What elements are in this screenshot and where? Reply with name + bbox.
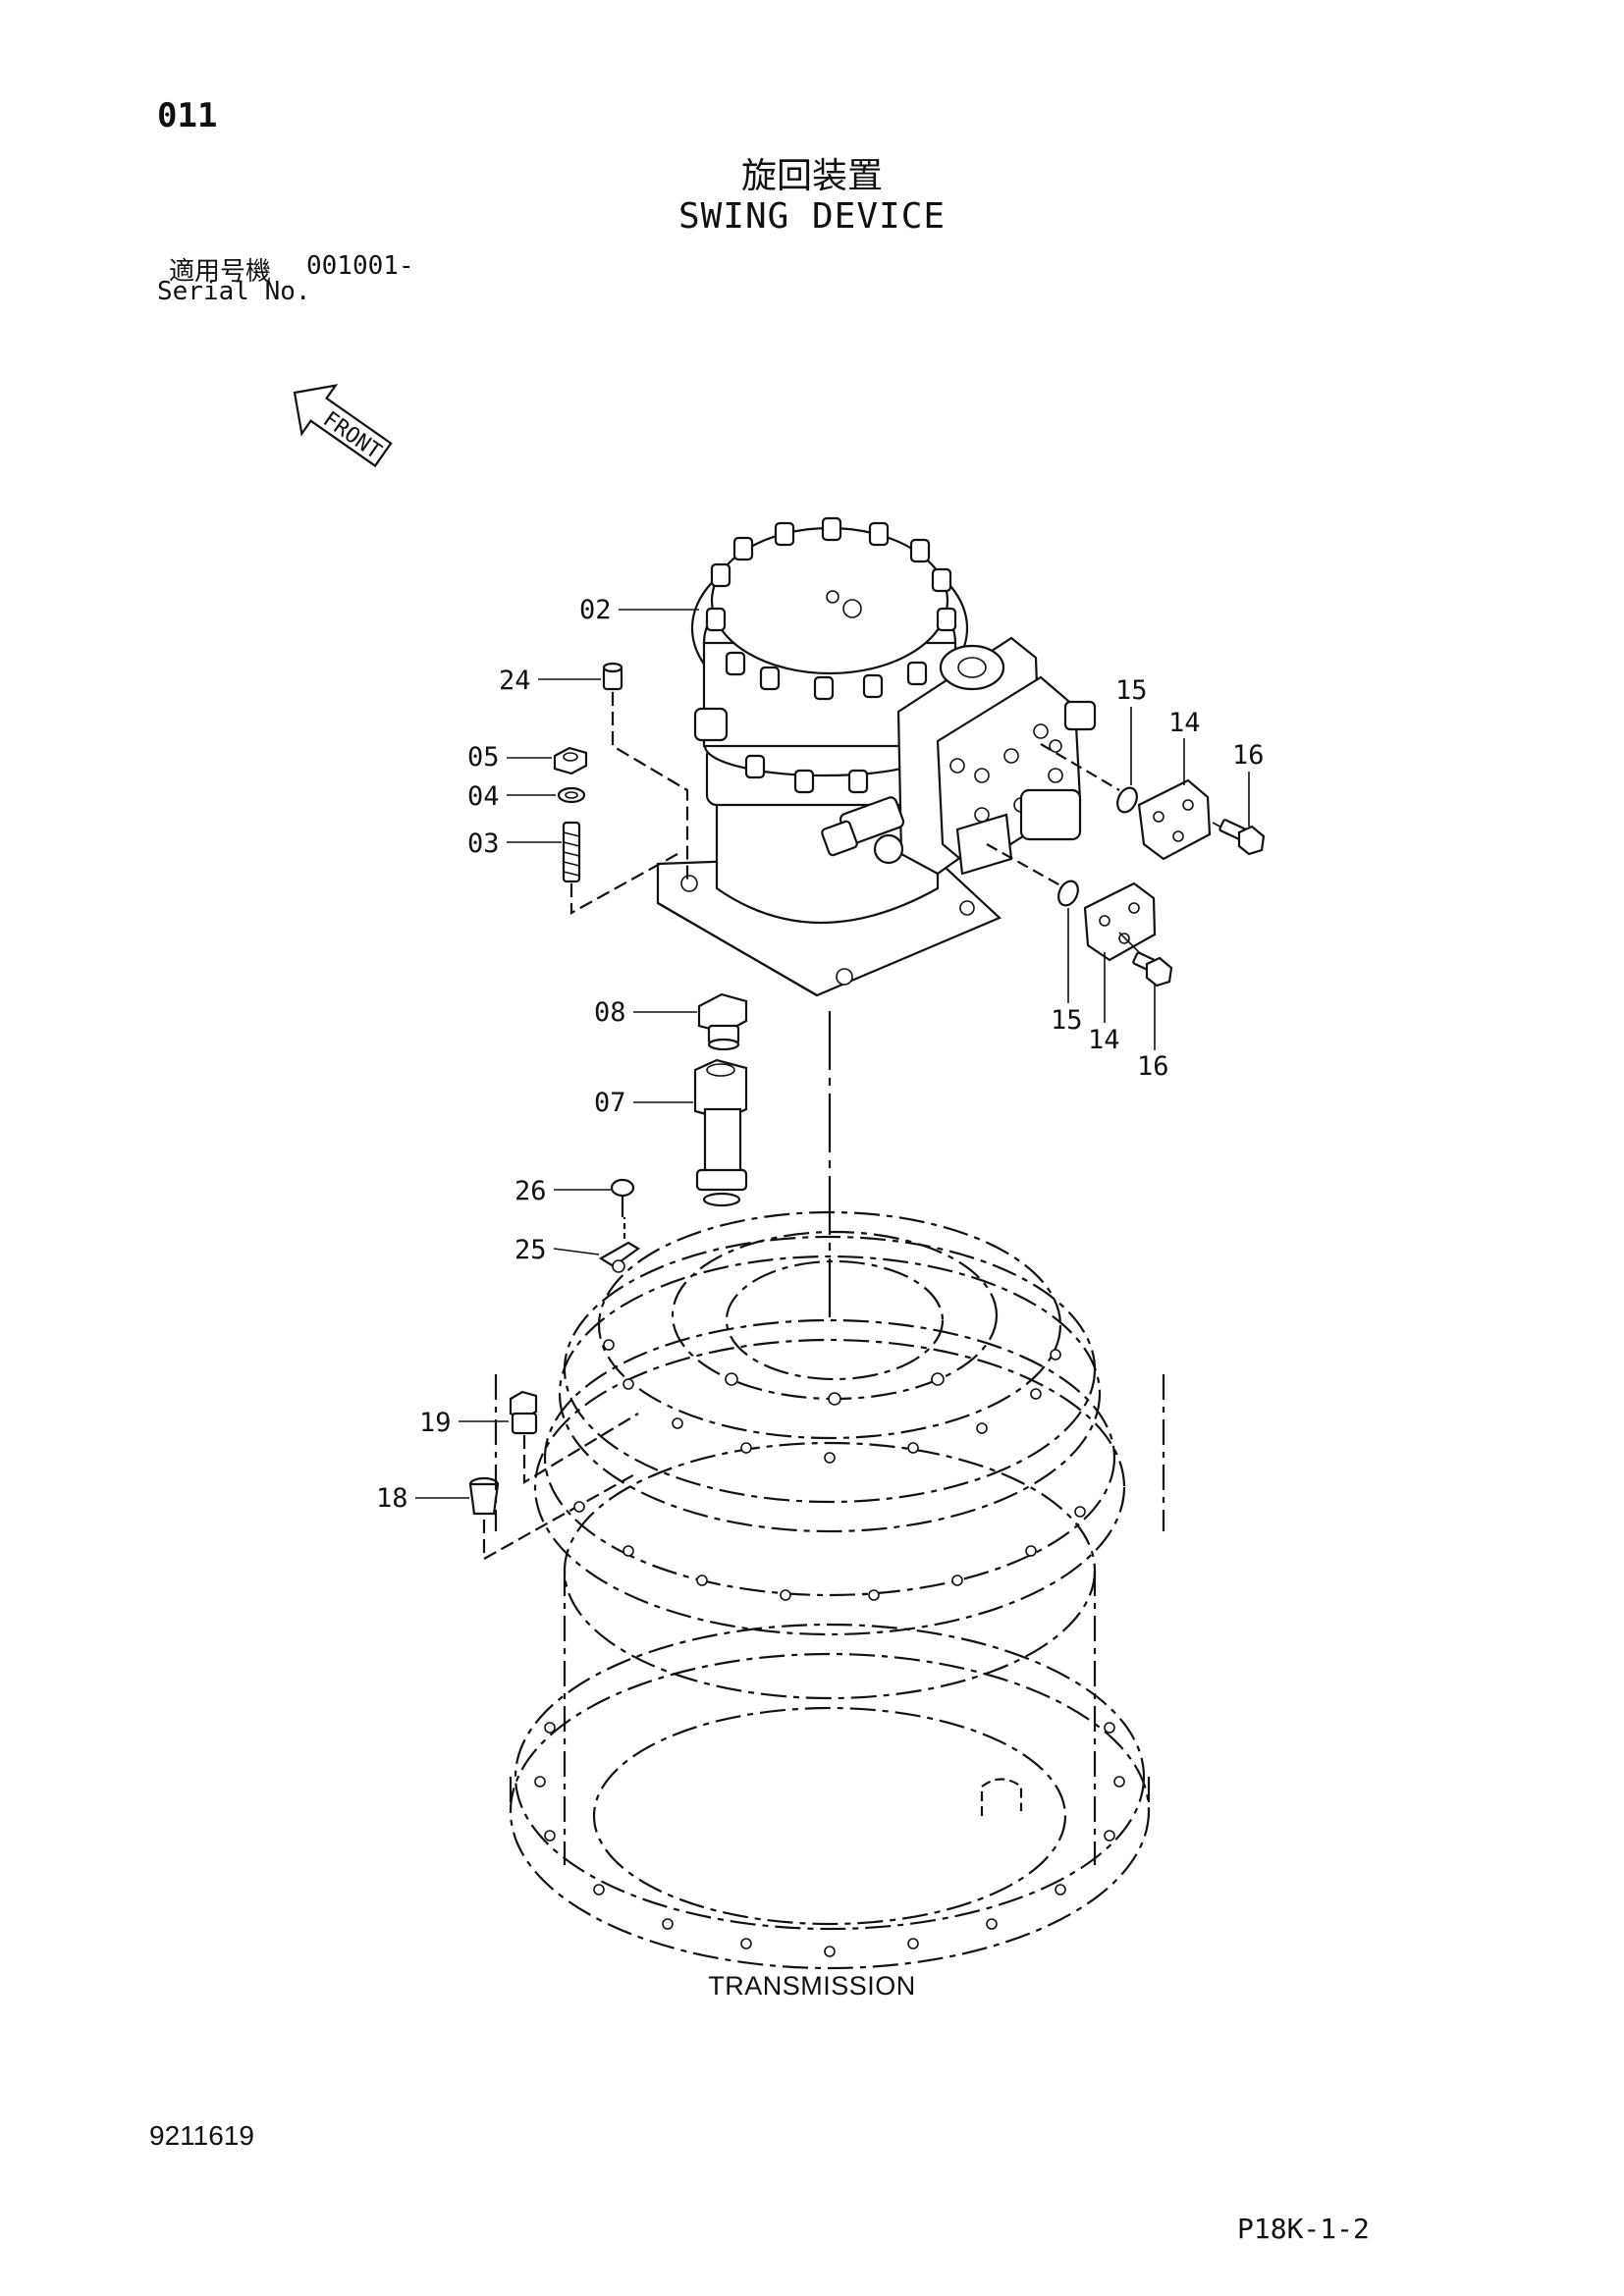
serial-label-japanese: 適用号機 xyxy=(169,257,272,287)
transmission-label: TRANSMISSION xyxy=(708,1971,916,2001)
callout-16-lower: 16 xyxy=(1137,984,1169,1082)
part-14-cover-upper xyxy=(1137,778,1212,861)
svg-text:05: 05 xyxy=(467,742,500,773)
document-code: 9211619 xyxy=(149,2120,254,2151)
svg-text:14: 14 xyxy=(1088,1025,1120,1055)
svg-text:07: 07 xyxy=(594,1088,626,1118)
callout-05: 05 xyxy=(467,742,552,773)
part-14-cover-lower xyxy=(1083,881,1157,962)
svg-text:14: 14 xyxy=(1168,708,1201,738)
callout-19: 19 xyxy=(419,1408,509,1438)
callout-15-lower: 15 xyxy=(1051,908,1083,1036)
callout-14-upper: 14 xyxy=(1168,708,1201,785)
part-03-stud-bolt xyxy=(562,821,678,915)
part-18-plug xyxy=(468,1471,639,1561)
callout-18: 18 xyxy=(376,1483,469,1514)
cover-bolts xyxy=(705,516,957,794)
svg-text:25: 25 xyxy=(514,1235,547,1265)
svg-text:24: 24 xyxy=(499,666,531,696)
svg-text:18: 18 xyxy=(376,1483,408,1514)
part-15-o-ring-upper xyxy=(1040,743,1138,814)
callout-15-upper: 15 xyxy=(1115,675,1148,785)
part-05-nut xyxy=(553,746,588,775)
serial-number-value: 001001- xyxy=(306,251,414,281)
page-title-english: SWING DEVICE xyxy=(677,196,947,237)
callout-24: 24 xyxy=(499,666,601,696)
front-arrow-icon: FRONT xyxy=(293,384,393,468)
svg-text:26: 26 xyxy=(514,1176,547,1206)
transmission-bolt-holes xyxy=(534,1259,1125,1957)
part-24-pin xyxy=(602,662,689,883)
svg-text:16: 16 xyxy=(1137,1051,1169,1082)
serial-label-english: Serial No. xyxy=(157,277,311,306)
callout-14-lower: 14 xyxy=(1088,952,1120,1055)
svg-text:15: 15 xyxy=(1115,675,1148,706)
svg-text:03: 03 xyxy=(467,828,500,859)
callout-16-upper: 16 xyxy=(1232,740,1265,827)
part-15-o-ring-lower xyxy=(986,843,1079,907)
svg-text:15: 15 xyxy=(1051,1005,1083,1036)
svg-text:19: 19 xyxy=(419,1408,452,1438)
part-08-plug xyxy=(697,992,748,1051)
callout-04: 04 xyxy=(467,781,556,812)
part-25-plate xyxy=(598,1217,640,1268)
svg-text:16: 16 xyxy=(1232,740,1265,771)
part-16-bolt-lower xyxy=(1118,932,1173,988)
callout-07: 07 xyxy=(594,1088,693,1118)
page-number: 011 xyxy=(157,96,218,135)
svg-text:02: 02 xyxy=(579,595,612,625)
svg-text:04: 04 xyxy=(467,781,500,812)
callout-02: 02 xyxy=(579,595,699,625)
page-title-japanese: 旋回装置 xyxy=(740,156,883,196)
callout-03: 03 xyxy=(467,828,562,859)
part-26-rivet xyxy=(610,1178,635,1217)
part-04-washer xyxy=(557,786,586,804)
sheet-code: P18K-1-2 xyxy=(1237,2213,1370,2245)
part-07-relief-valve xyxy=(693,1058,748,1207)
transmission-housing xyxy=(494,1210,1165,1970)
callout-26: 26 xyxy=(514,1176,611,1206)
callout-25: 25 xyxy=(514,1235,600,1265)
callout-08: 08 xyxy=(594,997,697,1028)
part-16-bolt-upper xyxy=(1212,819,1266,856)
svg-text:08: 08 xyxy=(594,997,626,1028)
swing-motor-assembly xyxy=(656,516,1097,997)
part-19-plug xyxy=(509,1390,639,1484)
